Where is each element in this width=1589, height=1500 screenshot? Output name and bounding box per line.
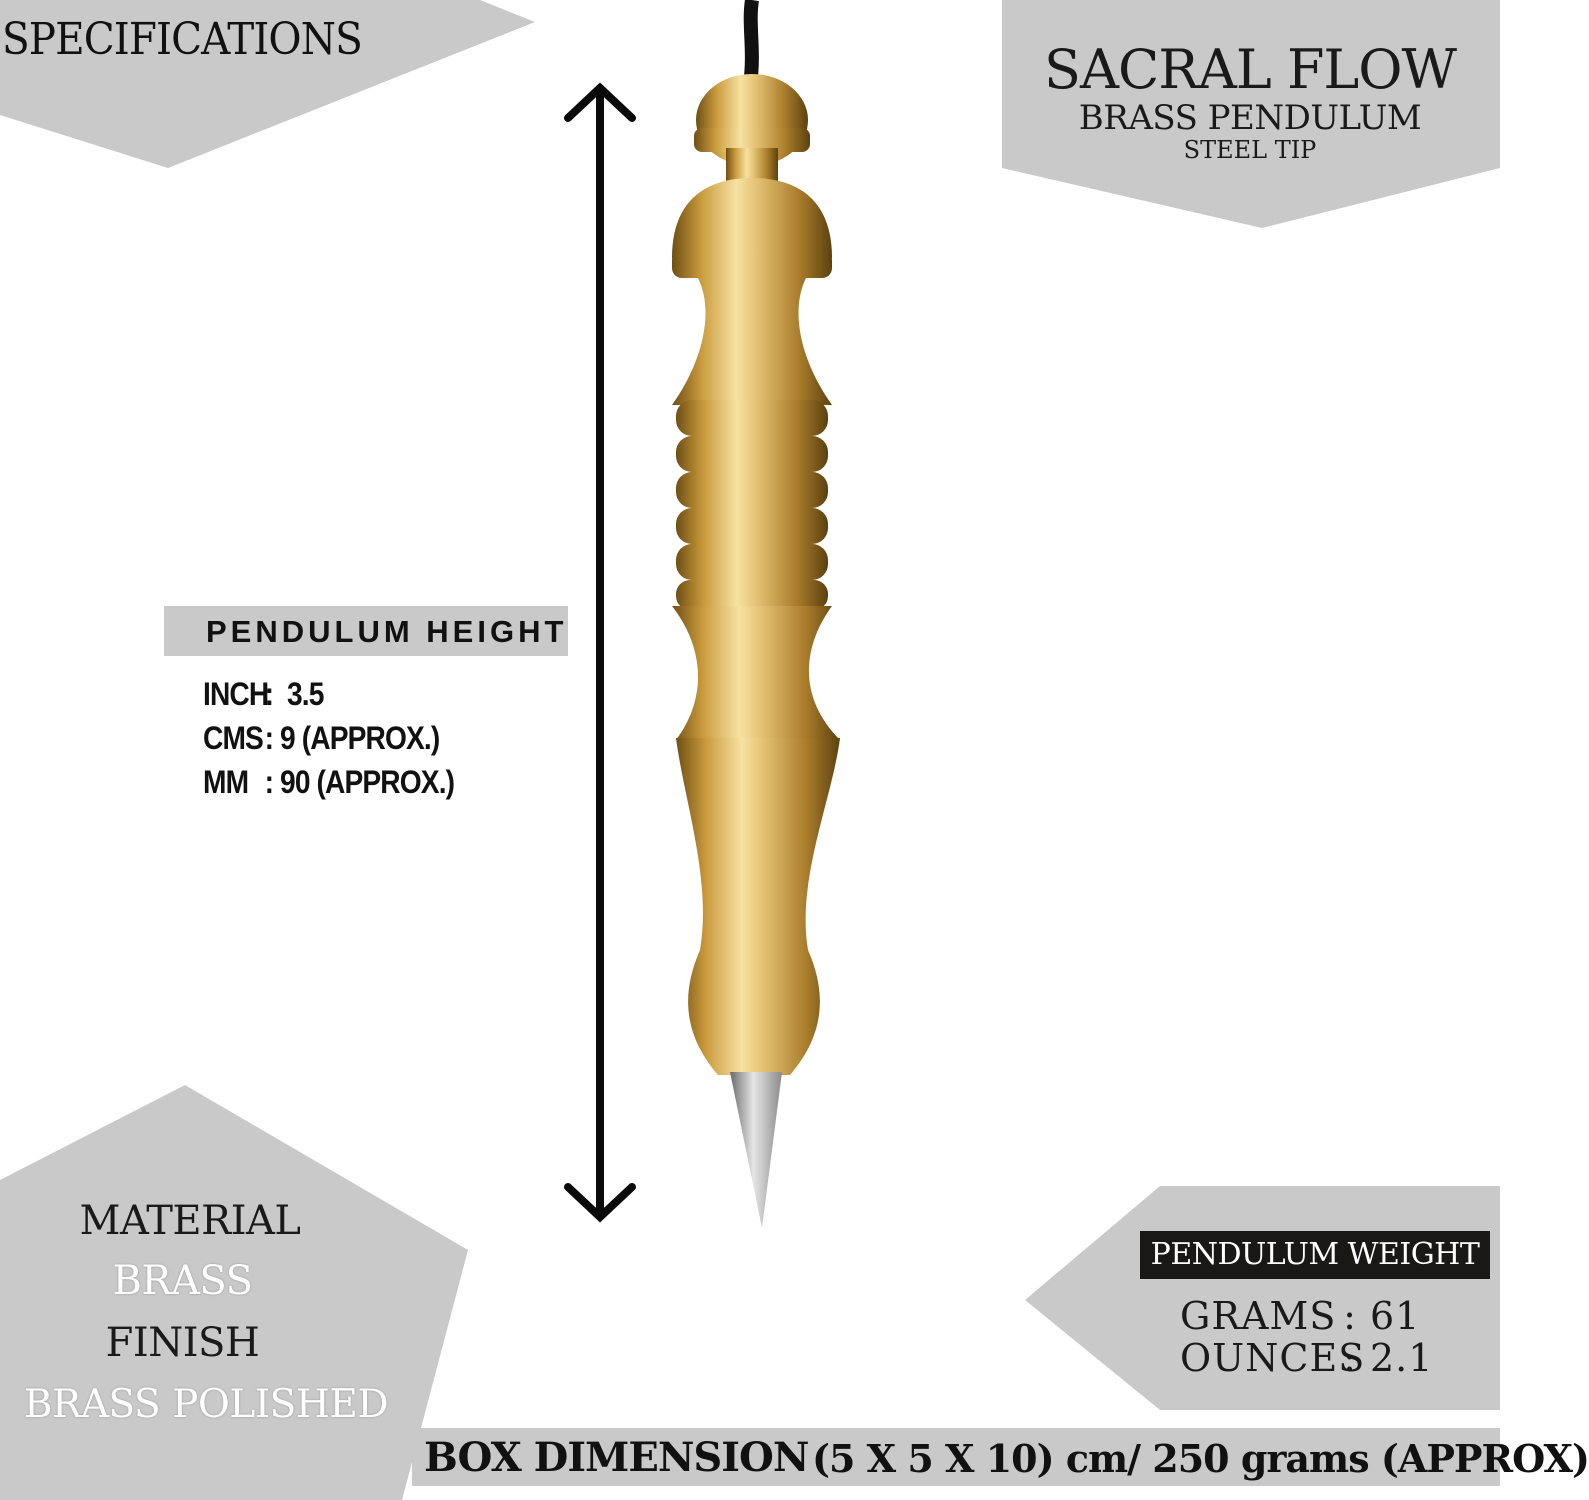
weight-value: 2.1	[1370, 1336, 1434, 1380]
height-value: 3.5	[286, 676, 324, 712]
pendulum-weight-text: PENDULUM WEIGHT	[1150, 1237, 1480, 1272]
height-arrow	[564, 82, 636, 1223]
box-dimension-label: BOX DIMENSION	[424, 1434, 809, 1481]
finish-label: FINISH	[105, 1320, 260, 1366]
height-sep: :	[264, 764, 274, 800]
pendulum-image	[672, 74, 840, 1228]
product-title-panel	[1002, 0, 1500, 228]
product-subtitle: BRASS PENDULUM	[1078, 98, 1422, 138]
material-value: BRASS	[112, 1258, 254, 1304]
box-dimension-bar: BOX DIMENSION (5 X 5 X 10) cm/ 250 grams…	[412, 1428, 1589, 1486]
product-name: SACRAL FLOW	[1043, 38, 1457, 101]
weight-sep: :	[1343, 1294, 1357, 1338]
height-value: 90 (APPROX.)	[280, 764, 455, 800]
height-sep: :	[264, 720, 274, 756]
pendulum-cord	[743, 0, 759, 86]
weight-key: OUNCES	[1180, 1336, 1366, 1380]
weight-value: 61	[1370, 1294, 1421, 1338]
specifications-heading: SPECIFICATIONS	[2, 14, 363, 65]
height-key: MM	[203, 764, 249, 800]
product-tip: STEEL TIP	[1183, 136, 1317, 164]
height-key: INCH	[203, 676, 269, 712]
height-sep: :	[264, 676, 274, 712]
weight-row-grams: GRAMS : 61	[1180, 1294, 1420, 1338]
height-row-mm: MM: 90 (APPROX.)	[203, 764, 455, 801]
finish-value: BRASS POLISHED	[23, 1382, 389, 1427]
height-key: CMS	[203, 720, 264, 756]
pendulum-weight-label: PENDULUM WEIGHT	[1140, 1231, 1490, 1279]
box-dimension-value: (5 X 5 X 10) cm/ 250 grams (APPROX)	[812, 1436, 1589, 1481]
material-label: MATERIAL	[79, 1198, 301, 1244]
weight-row-ounces: OUNCES : 2.1	[1180, 1336, 1433, 1380]
pendulum-height-text: PENDULUM HEIGHT	[206, 614, 568, 649]
height-value: 9 (APPROX.)	[280, 720, 440, 756]
height-row-cms: CMS: 9 (APPROX.)	[203, 720, 440, 757]
height-row-inch: INCH: 3.5	[203, 676, 324, 713]
weight-sep: :	[1343, 1336, 1357, 1380]
material-panel	[0, 1085, 468, 1500]
pendulum-height-label: PENDULUM HEIGHT	[164, 606, 568, 656]
specifications-panel	[0, 0, 535, 168]
weight-key: GRAMS	[1180, 1294, 1337, 1338]
